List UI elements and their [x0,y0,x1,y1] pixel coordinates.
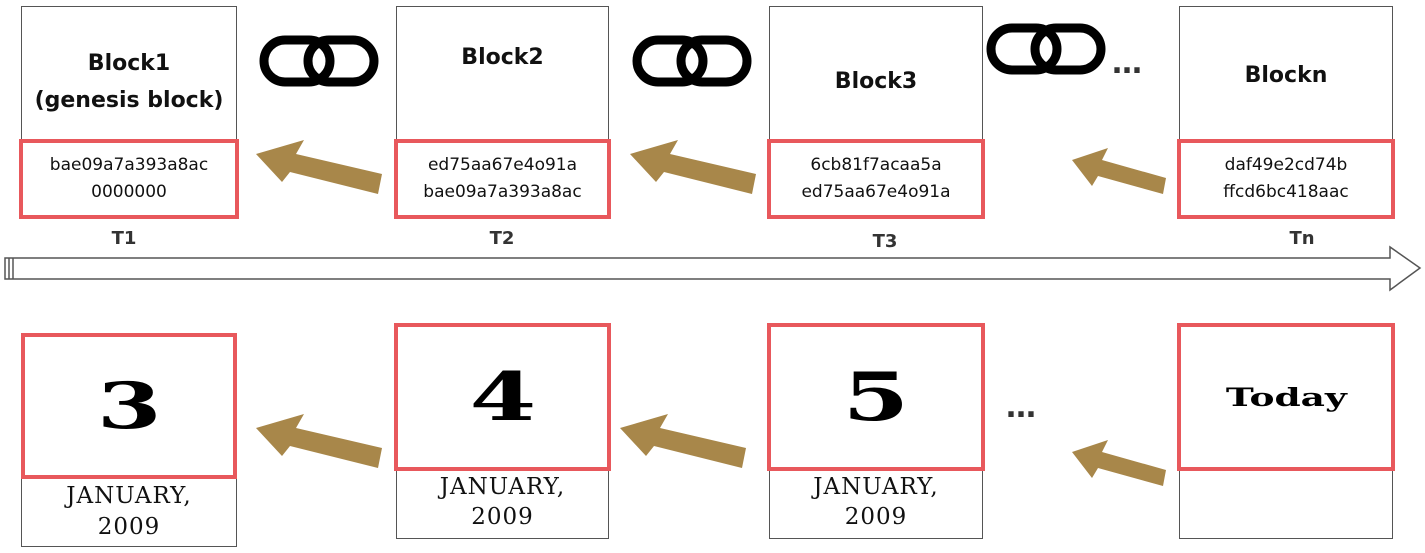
date-2-day: 4 [469,358,536,436]
date-1-day: 3 [96,368,162,444]
back-arrow-icon [256,414,382,468]
block-2-hash: ed75aa67e4o91a [427,155,578,175]
block-3-prev-hash: ed75aa67e4o91a [801,182,951,202]
date-4-day-frame: Today [1177,323,1395,471]
back-arrow-icon [630,140,756,194]
date-4-day: Today [1225,382,1347,412]
date-3-year: 2009 [844,504,908,530]
timeline-arrow-icon [4,245,1422,292]
block-n-title: Blockn [1244,63,1328,88]
back-arrow-icon [1072,148,1166,194]
block-n-hash-box: daf49e2cd74b ffcd6bc418aac [1177,139,1395,219]
back-arrow-icon [1072,440,1166,486]
block-1-hash-box: bae09a7a393a8ac 0000000 [19,139,239,219]
chain-ellipsis: … [1112,46,1148,81]
date-1-month: JANUARY, [66,483,192,509]
time-label-t1: T1 [111,228,137,249]
time-label-t3: T3 [872,231,898,252]
block-n-prev-hash: ffcd6bc418aac [1223,182,1349,202]
block-2-hash-box: ed75aa67e4o91a bae09a7a393a8ac [394,139,611,219]
date-1-day-frame: 3 [21,333,237,479]
block-3-title: Block3 [834,69,918,94]
block-3-hash-box: 6cb81f7acaa5a ed75aa67e4o91a [767,139,985,219]
back-arrow-icon [256,140,382,194]
block-3-hash: 6cb81f7acaa5a [810,155,942,175]
time-label-t2: T2 [489,228,515,249]
block-2-title: Block2 [461,45,544,70]
block-1-subtitle: (genesis block) [34,88,224,113]
date-1-year: 2009 [97,514,161,540]
date-3-day-frame: 5 [767,323,985,471]
date-3-day: 5 [842,358,910,436]
date-2-month: JANUARY, [439,474,566,500]
chain-link-icon [632,35,752,87]
time-label-tn: Tn [1289,228,1315,249]
chain-link-icon [986,23,1106,75]
date-2-day-frame: 4 [394,323,611,471]
date-3-month: JANUARY, [813,474,939,500]
block-n-hash: daf49e2cd74b [1224,155,1348,175]
block-1-hash: bae09a7a393a8ac [49,155,209,175]
back-arrow-icon [620,414,746,468]
date-ellipsis: … [1006,390,1042,425]
date-2-year: 2009 [471,504,534,530]
block-1-title: Block1 [87,51,171,76]
chain-link-icon [259,35,379,87]
block-1-prev-hash: 0000000 [91,182,167,202]
block-2-prev-hash: bae09a7a393a8ac [423,182,582,202]
